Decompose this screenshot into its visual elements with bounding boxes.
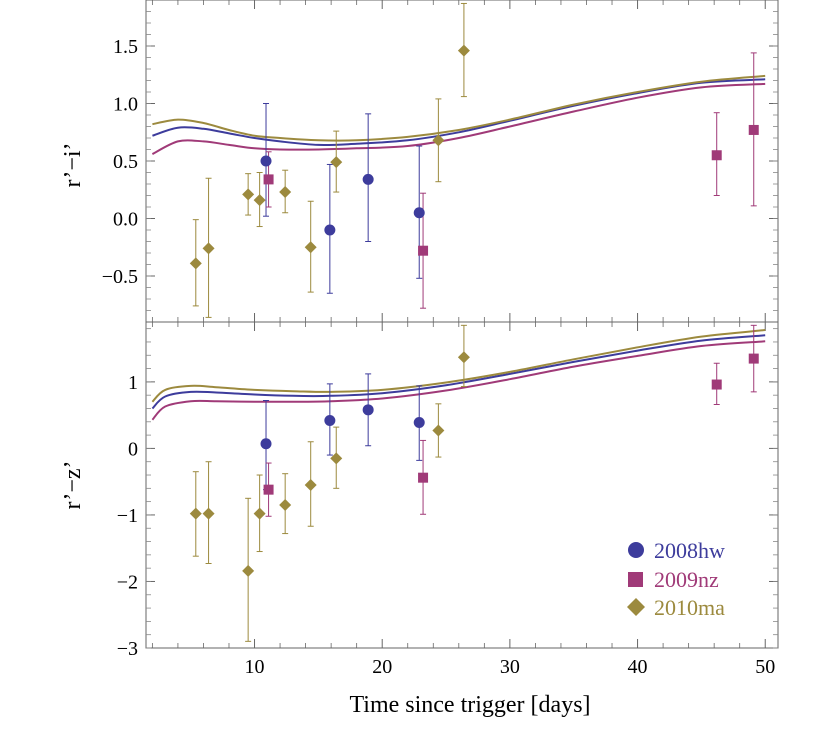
bottom-panel-markers: [189, 351, 759, 577]
bottom-model-curve-2008hw: [151, 334, 766, 410]
legend: 2008hw 2009nz 2010ma: [627, 538, 725, 620]
legend-item-2008hw: 2008hw: [628, 538, 725, 563]
bottom-point-2009nz: [711, 379, 722, 390]
bottom-point-2010ma: [304, 479, 317, 491]
top-point-2010ma: [432, 134, 445, 147]
top-point-2009nz: [418, 245, 429, 256]
bottom-point-2008hw: [324, 414, 336, 426]
bottom-panel-y-tick-labels: −3 −2 −1 0 1: [117, 372, 138, 660]
bottom-point-2009nz: [418, 472, 429, 483]
bottom-y-tick-label: 0: [128, 438, 138, 460]
bottom-point-2009nz: [748, 353, 759, 364]
top-panel-curves: [151, 74, 766, 155]
bottom-point-2010ma: [279, 498, 292, 511]
bottom-point-2008hw: [260, 438, 272, 450]
legend-item-2010ma: 2010ma: [627, 595, 725, 620]
top-point-2008hw: [260, 155, 272, 167]
bottom-point-2010ma: [189, 507, 202, 520]
top-model-curve-2010ma: [152, 74, 766, 142]
bottom-y-axis-title: r’−z’: [60, 460, 86, 509]
bottom-model-curve-2010ma: [151, 329, 766, 403]
legend-item-2009nz: 2009nz: [628, 567, 719, 592]
bottom-panel-errorbars: [192, 324, 757, 642]
top-y-tick-label: 0.0: [113, 209, 138, 231]
legend-marker-2009nz: [628, 572, 643, 587]
x-axis-title: Time since trigger [days]: [349, 692, 590, 718]
top-panel-y-tick-labels: −0.5 0.0 0.5 1.0 1.5: [102, 36, 138, 288]
top-point-2008hw: [362, 173, 374, 185]
bottom-panel-ticks: [146, 322, 778, 649]
top-point-2009nz: [748, 124, 759, 135]
bottom-point-2008hw: [413, 416, 425, 428]
top-point-2008hw: [413, 207, 425, 219]
top-y-tick-label: 1.0: [113, 94, 138, 116]
bottom-point-2010ma: [432, 424, 445, 437]
top-model-curve-2009nz: [151, 82, 766, 155]
legend-marker-2008hw: [628, 542, 644, 558]
bottom-point-2010ma: [242, 564, 255, 577]
top-point-2008hw: [324, 224, 336, 236]
bottom-y-tick-label: −1: [117, 505, 138, 527]
bottom-point-2009nz: [263, 484, 274, 495]
top-y-tick-label: 0.5: [113, 151, 138, 173]
top-y-axis-title: r’−i’: [60, 142, 86, 187]
x-tick-label: 10: [245, 656, 265, 678]
bottom-point-2010ma: [457, 351, 470, 364]
top-point-2010ma: [242, 188, 255, 201]
bottom-point-2010ma: [330, 452, 343, 465]
legend-label-2010ma: 2010ma: [654, 595, 725, 620]
top-y-tick-label: 1.5: [113, 36, 138, 58]
bottom-point-2008hw: [362, 404, 374, 416]
x-tick-label: 40: [628, 656, 648, 678]
top-point-2010ma: [253, 194, 266, 207]
legend-label-2009nz: 2009nz: [654, 567, 719, 592]
top-point-2010ma: [330, 156, 343, 169]
top-panel: −0.5 0.0 0.5 1.0 1.5 r’−i’: [60, 0, 779, 323]
x-tick-label: 20: [372, 656, 392, 678]
bottom-y-tick-label: −3: [117, 638, 138, 660]
bottom-panel-curves: [151, 329, 766, 421]
bottom-panel-frame: [145, 321, 779, 649]
bottom-y-tick-label: 1: [128, 372, 138, 394]
top-point-2009nz: [263, 174, 274, 185]
top-point-2010ma: [279, 186, 292, 199]
x-tick-labels: 10 20 30 40 50: [245, 656, 776, 678]
legend-label-2008hw: 2008hw: [654, 538, 725, 563]
top-point-2010ma: [457, 44, 470, 57]
bottom-panel: −3 −2 −1 0 1 r’−z’: [60, 321, 779, 660]
top-point-2010ma: [304, 241, 317, 254]
top-point-2010ma: [189, 257, 202, 270]
top-panel-errorbars: [192, 2, 757, 318]
bottom-point-2010ma: [202, 507, 215, 520]
bottom-model-curve-2009nz: [151, 340, 766, 421]
top-point-2009nz: [711, 150, 722, 161]
top-panel-markers: [189, 44, 759, 270]
x-tick-label: 30: [500, 656, 520, 678]
top-y-tick-label: −0.5: [102, 266, 138, 288]
bottom-y-tick-label: −2: [117, 571, 138, 593]
x-tick-label: 50: [755, 656, 775, 678]
top-model-curve-2008hw: [152, 78, 766, 146]
legend-marker-2010ma: [627, 598, 645, 616]
top-point-2010ma: [202, 242, 215, 255]
bottom-point-2010ma: [253, 507, 266, 520]
